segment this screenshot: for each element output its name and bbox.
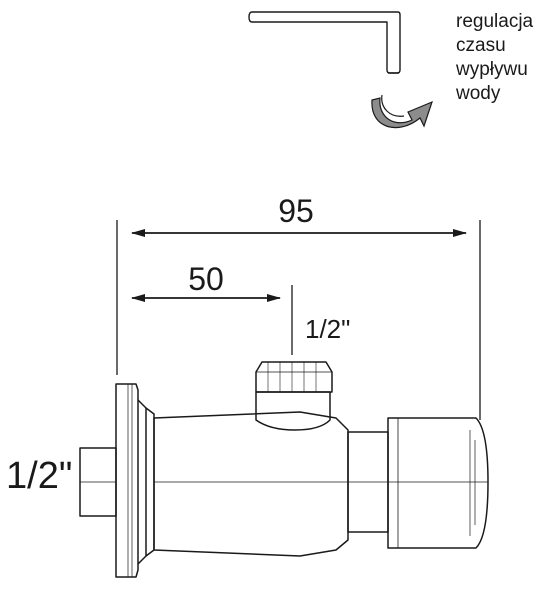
valve-body <box>79 361 489 578</box>
outlet-thread-label: 1/2" <box>305 314 350 344</box>
dimension-overall-length: 95 <box>116 193 481 420</box>
inlet-thread-label: 1/2" <box>6 455 72 497</box>
caption-line: regulacja <box>456 11 534 32</box>
adjustment-caption: regulacja czasu wypływu wody <box>456 10 560 106</box>
dimension-50-label: 50 <box>188 261 224 297</box>
caption-line: wypływu <box>456 59 528 80</box>
allen-key-icon <box>248 11 401 74</box>
dimension-95-label: 95 <box>278 193 314 229</box>
caption-line: wody <box>456 83 501 104</box>
rotate-arrow-icon <box>371 94 433 129</box>
dimension-inlet-to-outlet: 50 <box>131 261 293 355</box>
caption-line: czasu <box>456 35 506 56</box>
